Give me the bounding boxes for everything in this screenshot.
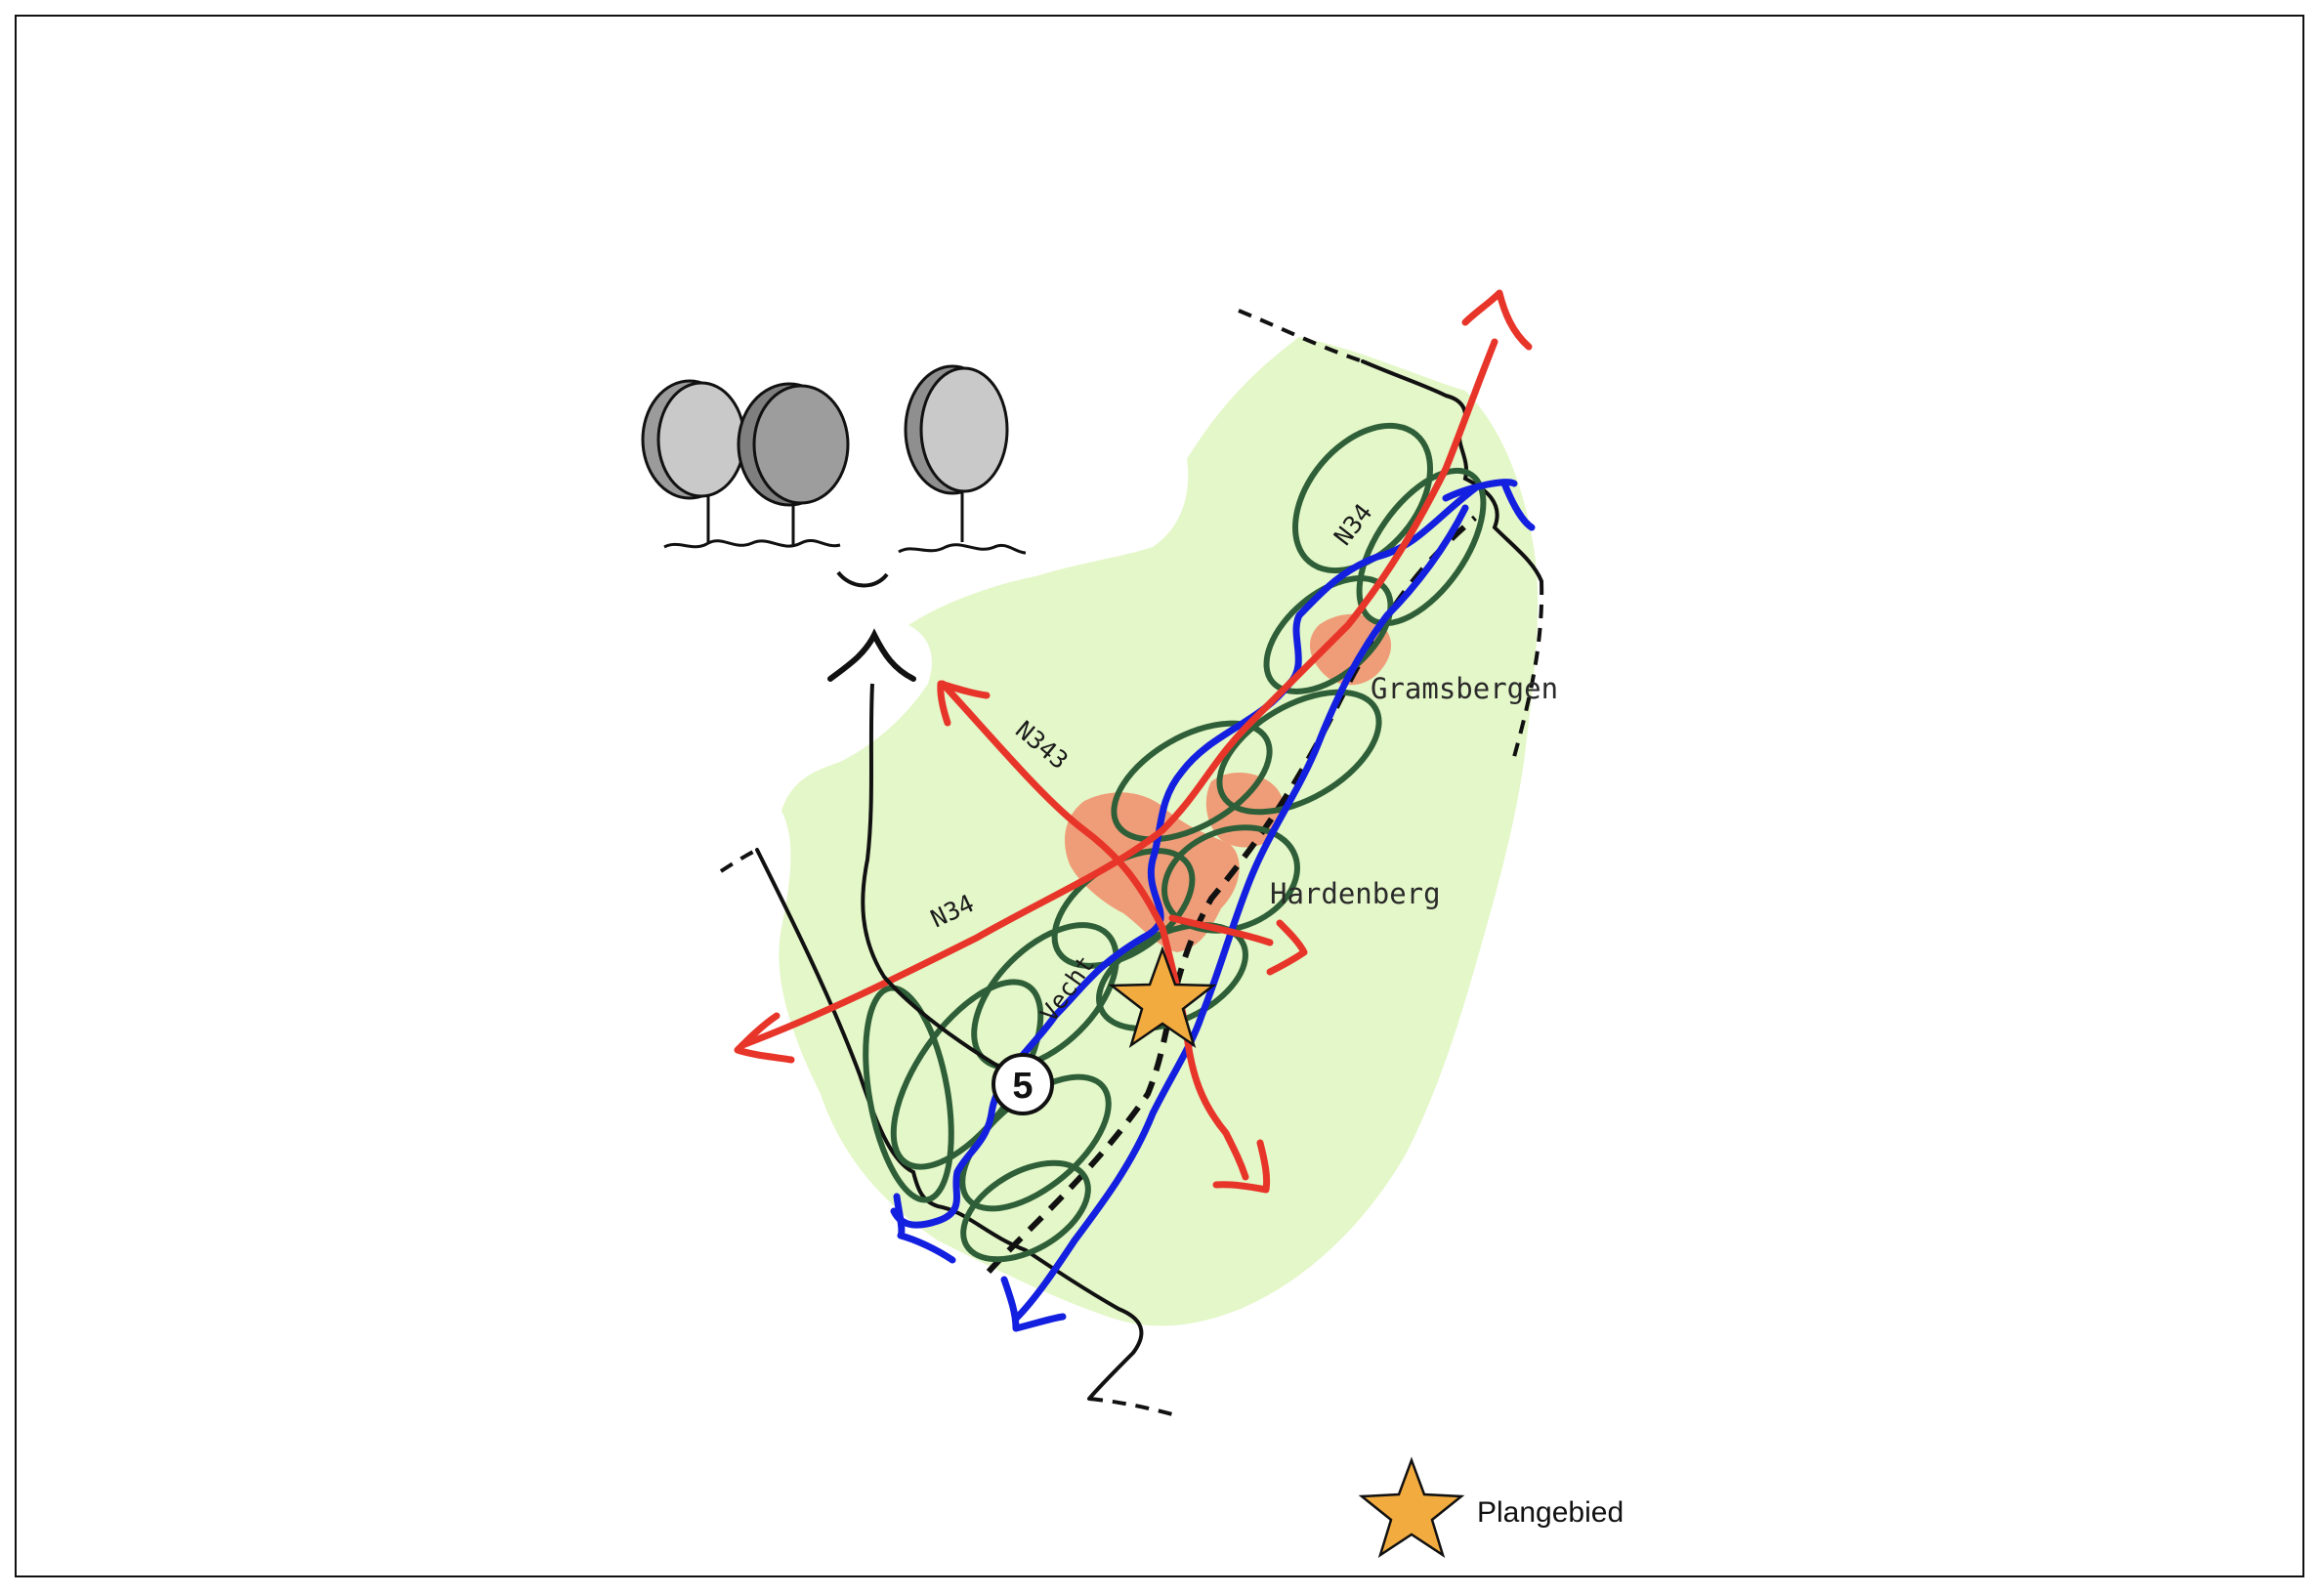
river-arrow-sw: [893, 1193, 956, 1264]
loop: [1161, 824, 1300, 934]
border-dashed-west: [719, 848, 758, 873]
road-n343-arrow-nw: [937, 680, 991, 727]
loop: [1111, 720, 1273, 843]
svg-text:5: 5: [1012, 1066, 1033, 1107]
river-arrow-s: [1000, 1276, 1067, 1332]
label-gramsbergen: Gramsbergen: [1371, 672, 1558, 705]
badge-5: 5: [992, 1053, 1054, 1115]
border-dashed-south: [1088, 1397, 1173, 1416]
road-n34-arrow-ne: [1461, 289, 1533, 351]
star-icon: [1108, 945, 1217, 1049]
border-line-east: [1361, 359, 1543, 583]
loop: [1356, 467, 1487, 627]
river-vecht-west: [890, 484, 1479, 1229]
loop: [1096, 922, 1248, 1031]
road-east-arrow: [1266, 919, 1308, 976]
road-n34-arrow-w: [734, 1012, 795, 1064]
loop: [1292, 422, 1433, 574]
river-arrow-north: [1442, 479, 1536, 531]
legend-label: Plangebied: [1477, 1496, 1624, 1529]
urban-area-gramsbergen: [1309, 613, 1392, 686]
border-dashed-north: [1238, 309, 1364, 363]
label-hardenberg: Hardenberg: [1270, 877, 1441, 910]
legend: Plangebied: [1358, 1456, 1624, 1558]
road-n343: [939, 680, 1249, 1181]
loop: [960, 1159, 1091, 1263]
legend-star-icon: [1358, 1456, 1465, 1558]
loop: [1216, 689, 1382, 816]
green-loops: [863, 422, 1487, 1263]
tree-illustration: [641, 364, 1027, 588]
road-east-branch: [1168, 914, 1274, 946]
callout-arrow-icon: [827, 628, 916, 682]
callout-line: [861, 683, 1027, 1084]
road-n34: [738, 338, 1498, 1049]
border-line-west: [755, 848, 1144, 1401]
loop: [863, 985, 954, 1203]
canal-dashed-line: [986, 515, 1477, 1275]
road-n343-arrow-s: [1212, 1139, 1271, 1194]
